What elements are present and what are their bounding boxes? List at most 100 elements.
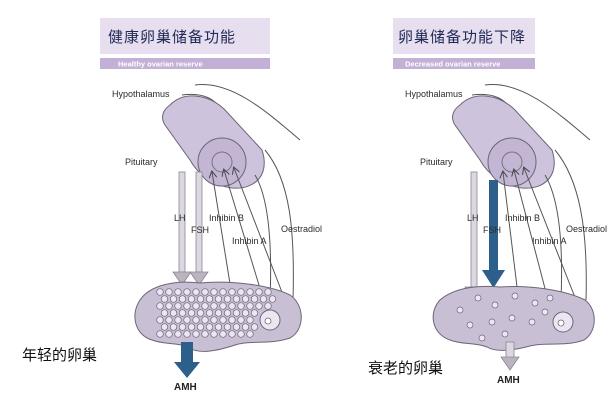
follicle <box>237 288 245 296</box>
right-inhibin-b-arrow <box>503 172 519 296</box>
follicle <box>232 309 241 317</box>
follicle <box>232 295 241 303</box>
right-label-hypothalamus: Hypothalamus <box>405 89 463 99</box>
follicle <box>531 299 539 307</box>
right-fsh-arrow-head <box>482 270 505 288</box>
follicle <box>196 295 205 303</box>
follicle <box>237 316 245 324</box>
left-dominant-follicle-oocyte <box>264 317 272 325</box>
follicle <box>219 330 227 338</box>
follicle <box>205 323 214 331</box>
follicle <box>174 302 182 310</box>
right-header-band <box>393 18 535 54</box>
right-fsh-arrow-shaft <box>489 180 498 272</box>
left-fsh-arrow-head <box>189 271 209 286</box>
follicle <box>541 308 549 316</box>
follicle <box>264 302 272 310</box>
follicle <box>183 316 191 324</box>
right-amh-arrow-shaft <box>505 341 515 359</box>
follicle <box>174 288 182 296</box>
follicle <box>241 295 250 303</box>
follicle <box>250 295 259 303</box>
follicle <box>268 295 277 303</box>
follicle <box>250 309 259 317</box>
follicle <box>488 318 496 326</box>
follicle <box>196 323 205 331</box>
follicle <box>183 288 191 296</box>
follicle <box>246 302 254 310</box>
follicle <box>178 309 187 317</box>
follicle <box>187 295 196 303</box>
follicle <box>192 302 200 310</box>
follicle <box>528 318 536 326</box>
right-lh-arrow-shaft <box>470 171 478 288</box>
follicle <box>546 294 554 302</box>
right-amh-arrow-head <box>500 356 520 371</box>
follicle <box>192 288 200 296</box>
follicle <box>201 316 209 324</box>
left-oestradiol-arrow <box>234 168 286 301</box>
follicle <box>201 330 209 338</box>
left-label-pituitary: Pituitary <box>125 157 158 167</box>
follicle <box>169 323 178 331</box>
left-panel-subtitle: Healthy ovarian reserve <box>118 60 203 69</box>
follicle <box>255 288 263 296</box>
follicle <box>228 316 236 324</box>
right-hypothalamus-outer <box>484 83 591 141</box>
left-feedback-loop-outer <box>264 149 294 301</box>
follicle <box>174 316 182 324</box>
left-caption: 年轻的卵巢 <box>22 346 97 364</box>
follicle <box>237 302 245 310</box>
follicle <box>219 316 227 324</box>
follicle <box>178 323 187 331</box>
right-oestradiol-arrow <box>524 168 579 306</box>
left-label-fsh: FSH <box>191 225 209 235</box>
left-label-hypothalamus: Hypothalamus <box>112 89 170 99</box>
left-panel-title: 健康卵巢储备功能 <box>108 28 236 46</box>
follicle <box>201 288 209 296</box>
follicle <box>196 309 205 317</box>
follicle <box>160 309 169 317</box>
left-inhibin-b-arrow <box>212 172 232 291</box>
right-panel-title: 卵巢储备功能下降 <box>398 28 526 46</box>
right-panel-subtitle: Decreased ovarian reserve <box>405 60 500 69</box>
right-label-fsh: FSH <box>483 225 501 235</box>
follicle <box>223 323 232 331</box>
follicle <box>178 295 187 303</box>
right-caption: 衰老的卵巢 <box>368 359 443 377</box>
follicle <box>246 316 254 324</box>
follicle <box>201 302 209 310</box>
right-panel: 卵巢储备功能下降 Decreased ovarian reserve Hypot… <box>368 18 607 386</box>
follicle <box>241 323 250 331</box>
follicle <box>210 330 218 338</box>
right-subheader-band <box>393 58 535 69</box>
follicle <box>165 288 173 296</box>
follicle <box>508 314 516 322</box>
follicle <box>228 302 236 310</box>
right-pituitary-gland <box>487 137 537 187</box>
left-label-inhibin-b: Inhibin B <box>209 213 244 223</box>
right-label-amh: AMH <box>497 375 520 386</box>
follicle <box>169 295 178 303</box>
follicle <box>466 321 474 329</box>
follicle <box>214 309 223 317</box>
follicle <box>246 288 254 296</box>
follicle <box>174 330 182 338</box>
follicle <box>192 316 200 324</box>
left-inhibin-a-arrow <box>224 170 263 296</box>
follicle <box>156 288 164 296</box>
follicle <box>255 302 263 310</box>
right-label-pituitary: Pituitary <box>420 157 453 167</box>
right-inhibin-a-arrow <box>514 170 549 301</box>
follicle <box>219 302 227 310</box>
follicle <box>165 316 173 324</box>
follicle <box>165 302 173 310</box>
follicle <box>223 309 232 317</box>
left-subheader-band <box>100 58 270 69</box>
left-label-lh: LH <box>174 213 186 223</box>
follicle <box>228 330 236 338</box>
follicle <box>187 309 196 317</box>
follicle <box>214 295 223 303</box>
follicle <box>210 302 218 310</box>
